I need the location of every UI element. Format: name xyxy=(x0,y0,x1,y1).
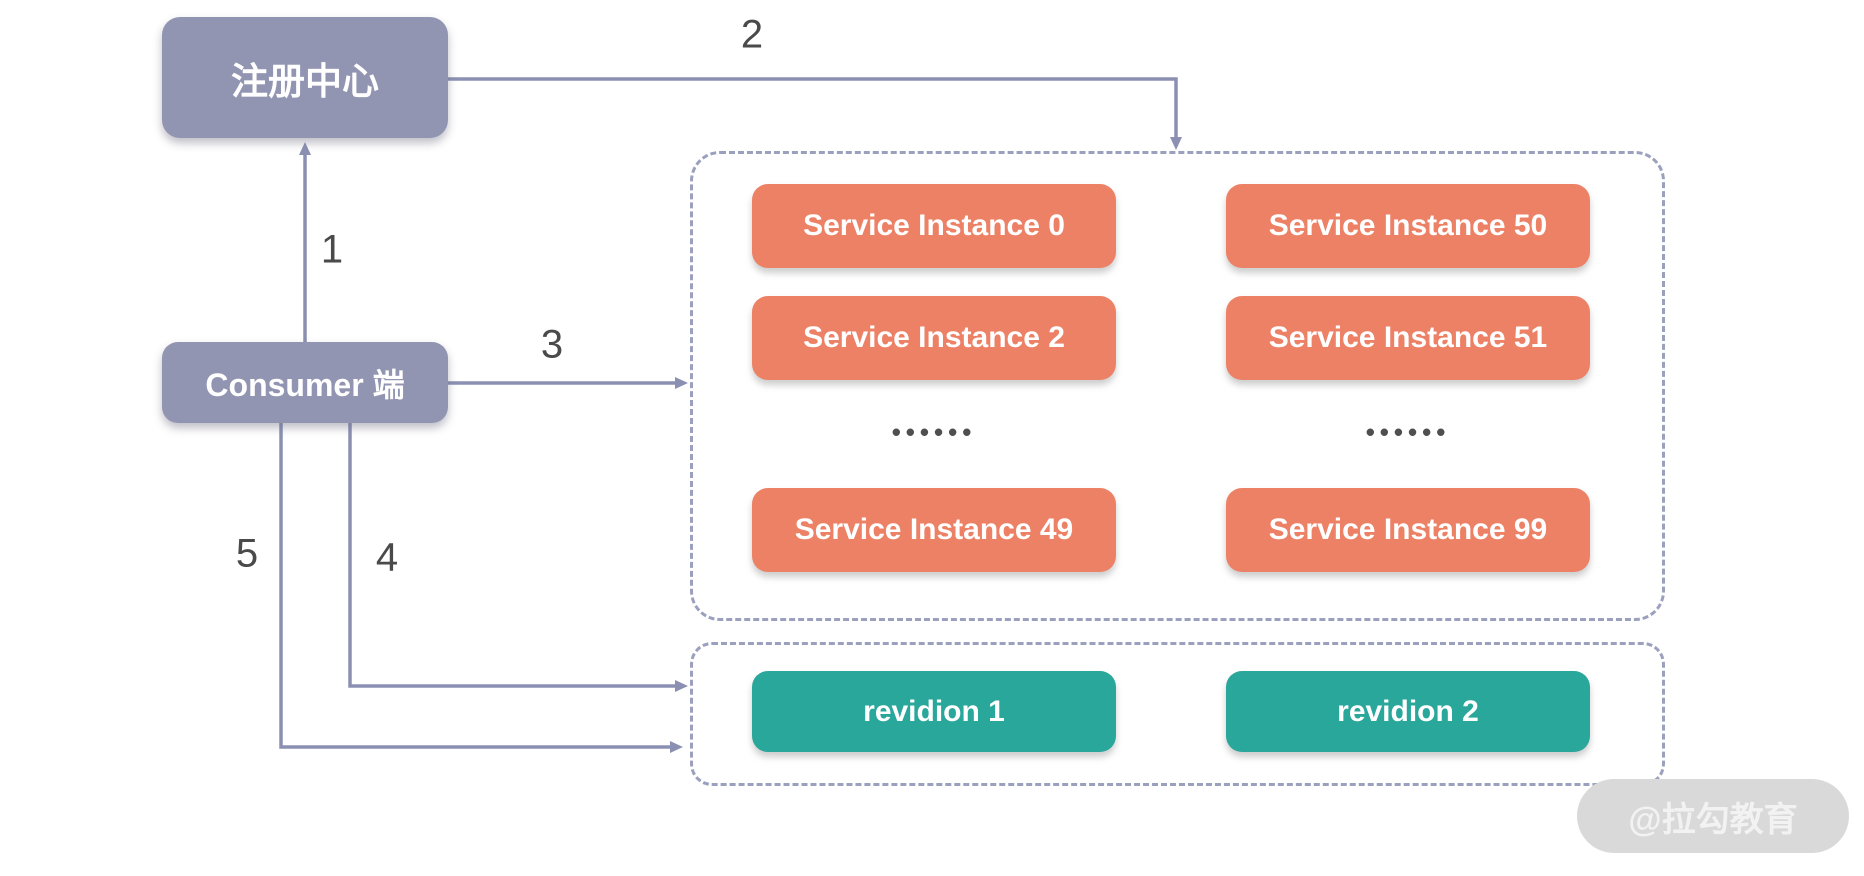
watermark-text: @拉勾教育 xyxy=(1628,800,1798,839)
ellipsis-dots: •••••• xyxy=(891,416,977,447)
revision-box: revidion 2 xyxy=(1226,671,1590,752)
service-instances-group xyxy=(690,151,1665,621)
edge-label-2: 2 xyxy=(740,12,764,57)
registry-center-node: 注册中心 xyxy=(162,17,448,138)
edge-5-line xyxy=(279,423,683,753)
registry-center-label: 注册中心 xyxy=(231,60,379,102)
service-instance-box: Service Instance 99 xyxy=(1226,488,1590,572)
revision-box: revidion 1 xyxy=(752,671,1116,752)
service-instance-box: Service Instance 50 xyxy=(1226,184,1590,268)
consumer-label: Consumer 端 xyxy=(205,366,405,403)
edge-label-3: 3 xyxy=(540,322,564,367)
edge-label-5: 5 xyxy=(235,531,259,576)
edge-label-4: 4 xyxy=(375,535,399,580)
service-instance-box: Service Instance 49 xyxy=(752,488,1116,572)
edge-4-line xyxy=(348,423,688,692)
watermark-badge: @拉勾教育 xyxy=(1577,779,1849,853)
service-instance-box: Service Instance 2 xyxy=(752,296,1116,380)
service-instance-box: Service Instance 0 xyxy=(752,184,1116,268)
revisions-group xyxy=(690,642,1665,786)
service-instance-box: Service Instance 51 xyxy=(1226,296,1590,380)
edge-2-line xyxy=(448,77,1182,150)
edge-label-1: 1 xyxy=(320,227,344,272)
ellipsis-dots: •••••• xyxy=(1365,416,1451,447)
consumer-node: Consumer 端 xyxy=(162,342,448,423)
